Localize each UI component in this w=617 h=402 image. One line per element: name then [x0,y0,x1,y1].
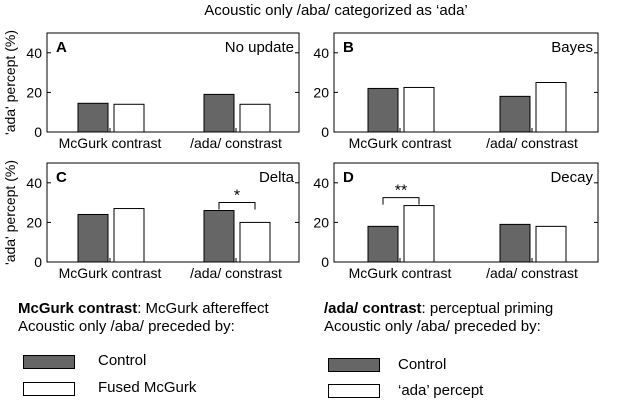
legend-left-subtitle: Acoustic only /aba/ preceded by: [18,318,235,335]
panel-frame [46,162,300,263]
bar-test [239,103,271,133]
legend-left: McGurk contrast: McGurk aftereffect Acou… [18,300,269,336]
legend-right-subtitle: Acoustic only /aba/ preceded by: [324,318,541,335]
bar-test [113,208,145,263]
bar-test [403,86,435,133]
bar-test [535,82,567,133]
y-tick-label: 20 [26,214,42,230]
legend-right-label-ada: ‘ada’ percept [398,382,484,399]
legend-left-swatch-fused [23,382,75,396]
y-tick-label: 20 [313,214,329,230]
panel-letter: D [343,169,354,186]
legend-right-swatch-control [328,358,380,372]
significance-label: ** [395,183,407,200]
bar-test [113,103,145,133]
legend-left-label-fused: Fused McGurk [98,379,197,396]
legend-right-label-control: Control [398,356,447,373]
x-tick-label: McGurk contrast [349,135,452,151]
x-tick-label: McGurk contrast [59,265,162,281]
y-tick-label: 40 [26,45,42,61]
bar-control [367,225,399,263]
legend-left-label-control: Control [98,352,147,369]
panel-frame [46,32,300,133]
legend-left-swatch-control [23,355,75,369]
bar-control [203,93,235,133]
panel-title: No update [225,39,294,56]
x-tick-label: /ada/ constrast [190,135,282,151]
bar-control [203,210,235,263]
figure-title: Acoustic only /aba/ categorized as ‘ada’ [204,2,468,19]
significance-bracket [382,197,420,205]
significance-label: * [234,188,240,205]
x-tick-label: /ada/ constrast [486,135,578,151]
significance-bracket [218,202,256,210]
legend-left-title-bold: McGurk contrast [18,300,138,317]
y-tick-label: 20 [26,84,42,100]
legend-right-swatch-ada [328,384,380,398]
x-tick-label: McGurk contrast [349,265,452,281]
bar-test [239,221,271,263]
x-tick-label: McGurk contrast [59,135,162,151]
legend-right: /ada/ contrast: perceptual priming Acous… [324,300,553,336]
x-tick-label: /ada/ constrast [190,265,282,281]
legend-right-title-rest: : perceptual priming [421,300,554,317]
y-axis-label: 'ada' percept (%) [2,30,18,135]
panel-title: Delta [259,169,295,186]
panel-frame [333,32,599,133]
bar-control [499,95,531,133]
panel-title: Decay [550,169,593,186]
y-tick-label: 0 [321,124,329,140]
panel-letter: A [56,39,67,56]
y-tick-label: 40 [313,45,329,61]
bar-control [499,223,531,263]
y-tick-label: 0 [34,124,42,140]
y-axis-label: 'ada' percept (%) [2,160,18,265]
panel-letter: B [343,39,354,56]
y-tick-label: 0 [321,254,329,270]
bar-test [535,225,567,263]
bar-test [403,205,435,263]
legend-right-title-bold: /ada/ contrast [324,300,422,317]
bar-control [77,213,109,263]
panel-letter: C [56,169,67,186]
legend-left-title-rest: : McGurk aftereffect [137,300,269,317]
bar-control [77,102,109,133]
y-tick-label: 0 [34,254,42,270]
y-tick-label: 20 [313,84,329,100]
y-tick-label: 40 [313,175,329,191]
y-tick-label: 40 [26,175,42,191]
bar-control [367,87,399,133]
panel-title: Bayes [551,39,593,56]
x-tick-label: /ada/ constrast [486,265,578,281]
figure-chart-area: Acoustic only /aba/ categorized as ‘ada’… [2,2,599,281]
panel-frame [333,162,599,263]
